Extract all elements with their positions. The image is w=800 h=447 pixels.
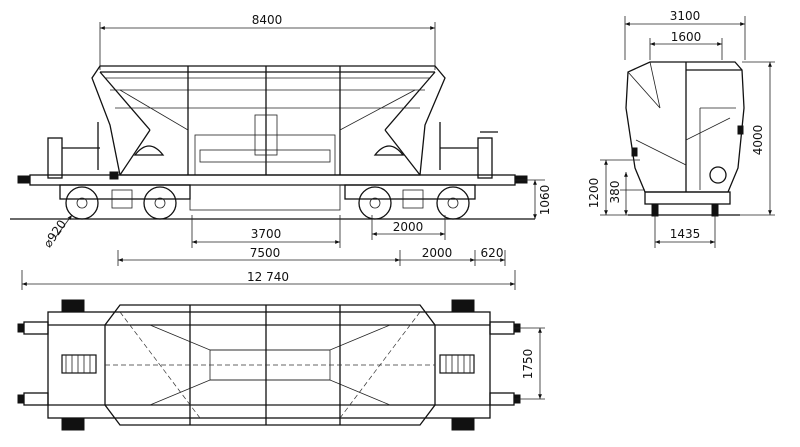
bogie-spring-left <box>61 354 97 374</box>
dim-end-top-width: 1600 <box>649 30 723 60</box>
dim-920-label: ⌀920 <box>40 217 69 250</box>
hopper-body <box>91 65 446 176</box>
dim-3100-label: 3100 <box>670 9 701 23</box>
plan-frame <box>47 311 491 419</box>
dim-buffer-height: 1060 <box>515 179 552 219</box>
end-body <box>625 61 745 217</box>
dim-end-width: 3100 <box>624 9 746 60</box>
dim-buffer-spacing: 1750 <box>514 327 545 400</box>
dim-wheel-diameter: ⌀920 <box>40 214 73 250</box>
dim-bottom-row: 7500 2000 620 <box>117 246 506 266</box>
bogie-spring-right <box>439 354 475 374</box>
dim-1060-label: 1060 <box>538 185 552 216</box>
dim-4000-label: 4000 <box>751 125 765 156</box>
dim-7500-label: 7500 <box>250 246 281 260</box>
side-view: 8400 <box>10 13 552 290</box>
end-view: 3100 1600 <box>587 9 775 248</box>
dim-overall-length: 12 740 <box>21 270 516 290</box>
wheel-icon <box>436 186 470 220</box>
plan-view: 1750 <box>17 299 545 431</box>
dim-3700: 3700 <box>191 215 341 248</box>
underframe <box>17 171 528 211</box>
wheel-icon <box>358 186 392 220</box>
dim-8400-label: 8400 <box>252 13 283 27</box>
bogie-left <box>59 184 191 220</box>
dim-1435-label: 1435 <box>670 227 701 241</box>
dim-1200-label: 1200 <box>587 178 601 209</box>
dim-end-height: 4000 <box>740 61 775 216</box>
buffer-icon <box>489 321 515 335</box>
wheel-icon <box>143 186 177 220</box>
buffer-icon <box>489 392 515 406</box>
dim-620-label: 620 <box>481 246 504 260</box>
dim-380-label: 380 <box>608 181 622 204</box>
dim-end-sub-height: 380 <box>608 172 645 215</box>
dim-2000-upper: 2000 <box>371 215 446 240</box>
dim-track-gauge: 1435 <box>654 215 716 248</box>
dim-3700-label: 3700 <box>251 227 282 241</box>
dim-overall-top: 8400 <box>99 13 436 70</box>
dim-1750-label: 1750 <box>521 349 535 380</box>
dim-12740-label: 12 740 <box>247 270 289 284</box>
dim-1600-label: 1600 <box>671 30 702 44</box>
buffer-icon <box>23 321 49 335</box>
wheel-icon <box>65 186 99 220</box>
dim-end-lower-height: 1200 <box>587 159 640 216</box>
dim-2000-lower-label: 2000 <box>422 246 453 260</box>
dim-2000-upper-label: 2000 <box>393 220 424 234</box>
end-railings <box>47 122 498 179</box>
buffer-icon <box>23 392 49 406</box>
bogie-right <box>344 184 476 220</box>
